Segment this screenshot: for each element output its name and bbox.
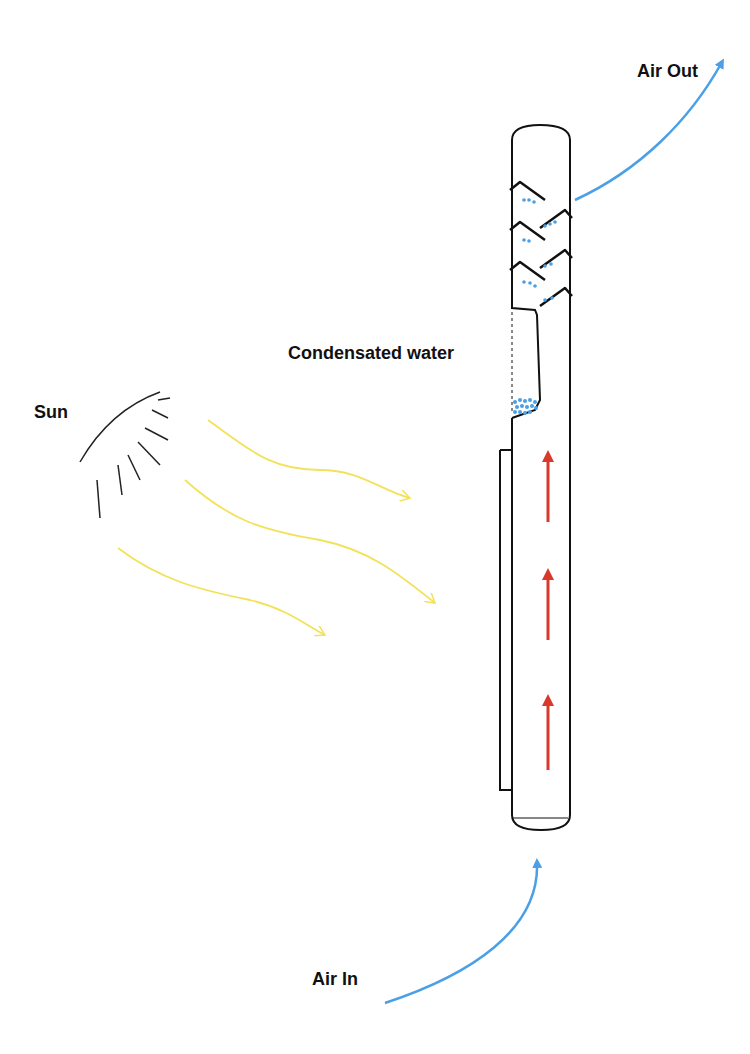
air-arrow (385, 62, 722, 1003)
label: Air In (312, 969, 358, 991)
sun-symbol (80, 392, 170, 518)
label: Air Out (637, 61, 698, 83)
airflow-arrow (547, 456, 550, 770)
sunlight-arrow (118, 420, 435, 635)
label: Condensated water (288, 343, 454, 365)
label: Sun (34, 402, 68, 424)
water-droplets (513, 198, 557, 415)
louver (510, 182, 572, 306)
tube (500, 125, 570, 830)
